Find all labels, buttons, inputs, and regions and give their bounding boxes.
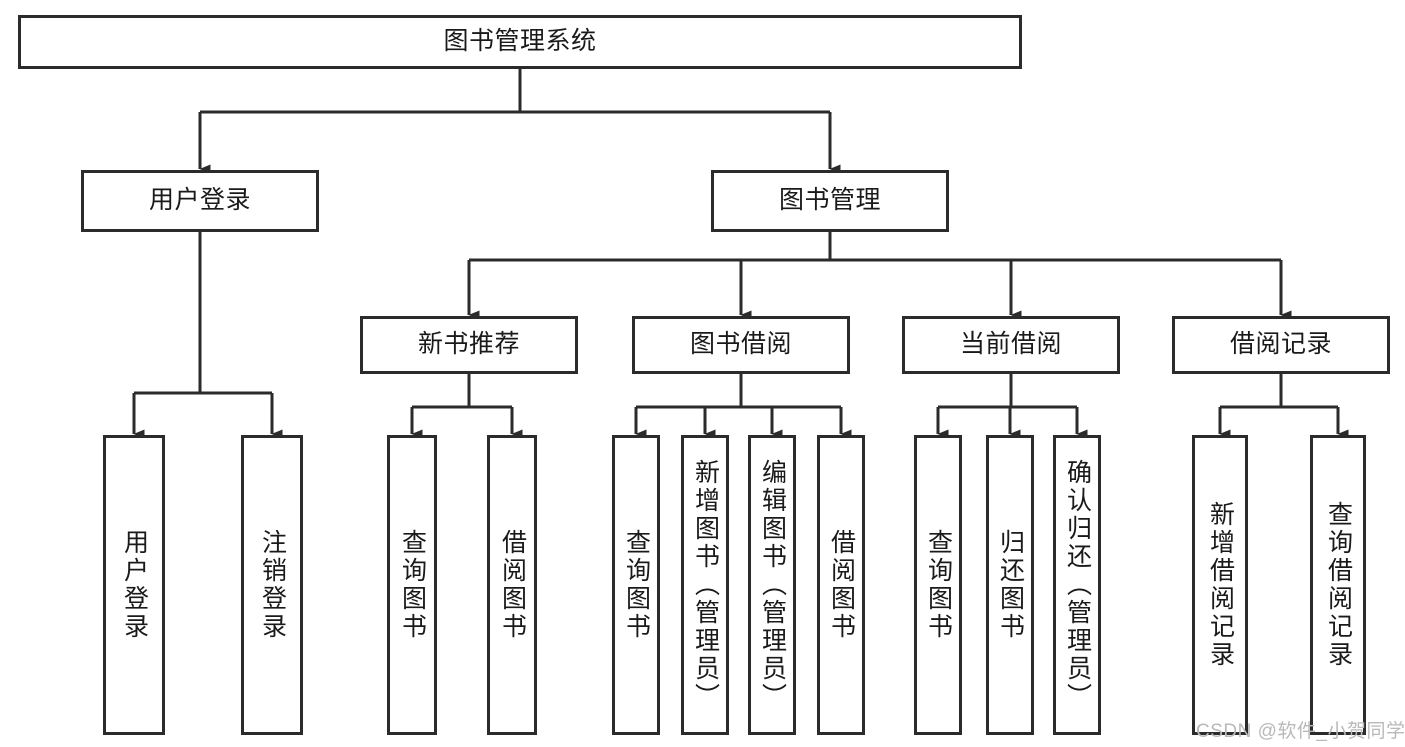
node-leaf-edit-book[interactable]: 编辑图书（管理员） <box>748 435 796 735</box>
node-leaf-edit-book-label: 编辑图书（管理员） <box>758 459 787 711</box>
node-leaf-query-record[interactable]: 查询借阅记录 <box>1310 435 1366 735</box>
node-book-borrow-label: 图书借阅 <box>689 330 792 359</box>
node-leaf-borrow-book-1-label: 借阅图书 <box>498 529 527 641</box>
node-leaf-borrow-book-2[interactable]: 借阅图书 <box>817 435 865 735</box>
node-leaf-borrow-book-2-label: 借阅图书 <box>827 529 856 641</box>
node-leaf-query-book-1-label: 查询图书 <box>398 529 427 641</box>
node-leaf-add-record-label: 新增借阅记录 <box>1206 501 1235 669</box>
node-leaf-query-book-2-label: 查询图书 <box>622 529 651 641</box>
watermark-text: CSDN @软件_小贺同学 <box>1196 721 1405 742</box>
node-borrow-record-label: 借阅记录 <box>1229 330 1332 359</box>
node-leaf-return-book[interactable]: 归还图书 <box>986 435 1034 735</box>
node-leaf-add-book[interactable]: 新增图书（管理员） <box>681 435 729 735</box>
node-user-login[interactable]: 用户登录 <box>81 170 319 232</box>
node-book-manage-label: 图书管理 <box>778 186 881 215</box>
node-current-borrow[interactable]: 当前借阅 <box>902 316 1120 374</box>
node-leaf-query-book-3-label: 查询图书 <box>924 529 953 641</box>
node-leaf-query-book-3[interactable]: 查询图书 <box>914 435 962 735</box>
node-leaf-query-book-2[interactable]: 查询图书 <box>612 435 660 735</box>
node-leaf-user-login[interactable]: 用户登录 <box>103 435 165 735</box>
node-borrow-record[interactable]: 借阅记录 <box>1172 316 1390 374</box>
node-leaf-add-record[interactable]: 新增借阅记录 <box>1192 435 1248 735</box>
node-leaf-user-logout[interactable]: 注销登录 <box>241 435 303 735</box>
node-new-book-rec[interactable]: 新书推荐 <box>360 316 578 374</box>
node-book-manage[interactable]: 图书管理 <box>711 170 949 232</box>
node-leaf-confirm-return[interactable]: 确认归还（管理员） <box>1053 435 1101 735</box>
node-current-borrow-label: 当前借阅 <box>959 330 1062 359</box>
node-root[interactable]: 图书管理系统 <box>18 15 1022 69</box>
node-new-book-rec-label: 新书推荐 <box>417 330 520 359</box>
node-user-login-label: 用户登录 <box>148 186 251 215</box>
node-leaf-user-login-label: 用户登录 <box>120 529 149 641</box>
node-root-label: 图书管理系统 <box>443 27 597 56</box>
node-book-borrow[interactable]: 图书借阅 <box>632 316 850 374</box>
node-leaf-borrow-book-1[interactable]: 借阅图书 <box>487 435 537 735</box>
node-leaf-query-book-1[interactable]: 查询图书 <box>387 435 437 735</box>
node-leaf-return-book-label: 归还图书 <box>996 529 1025 641</box>
node-leaf-user-logout-label: 注销登录 <box>258 529 287 641</box>
node-leaf-confirm-return-label: 确认归还（管理员） <box>1063 459 1092 711</box>
node-leaf-query-record-label: 查询借阅记录 <box>1324 501 1353 669</box>
node-leaf-add-book-label: 新增图书（管理员） <box>691 459 720 711</box>
